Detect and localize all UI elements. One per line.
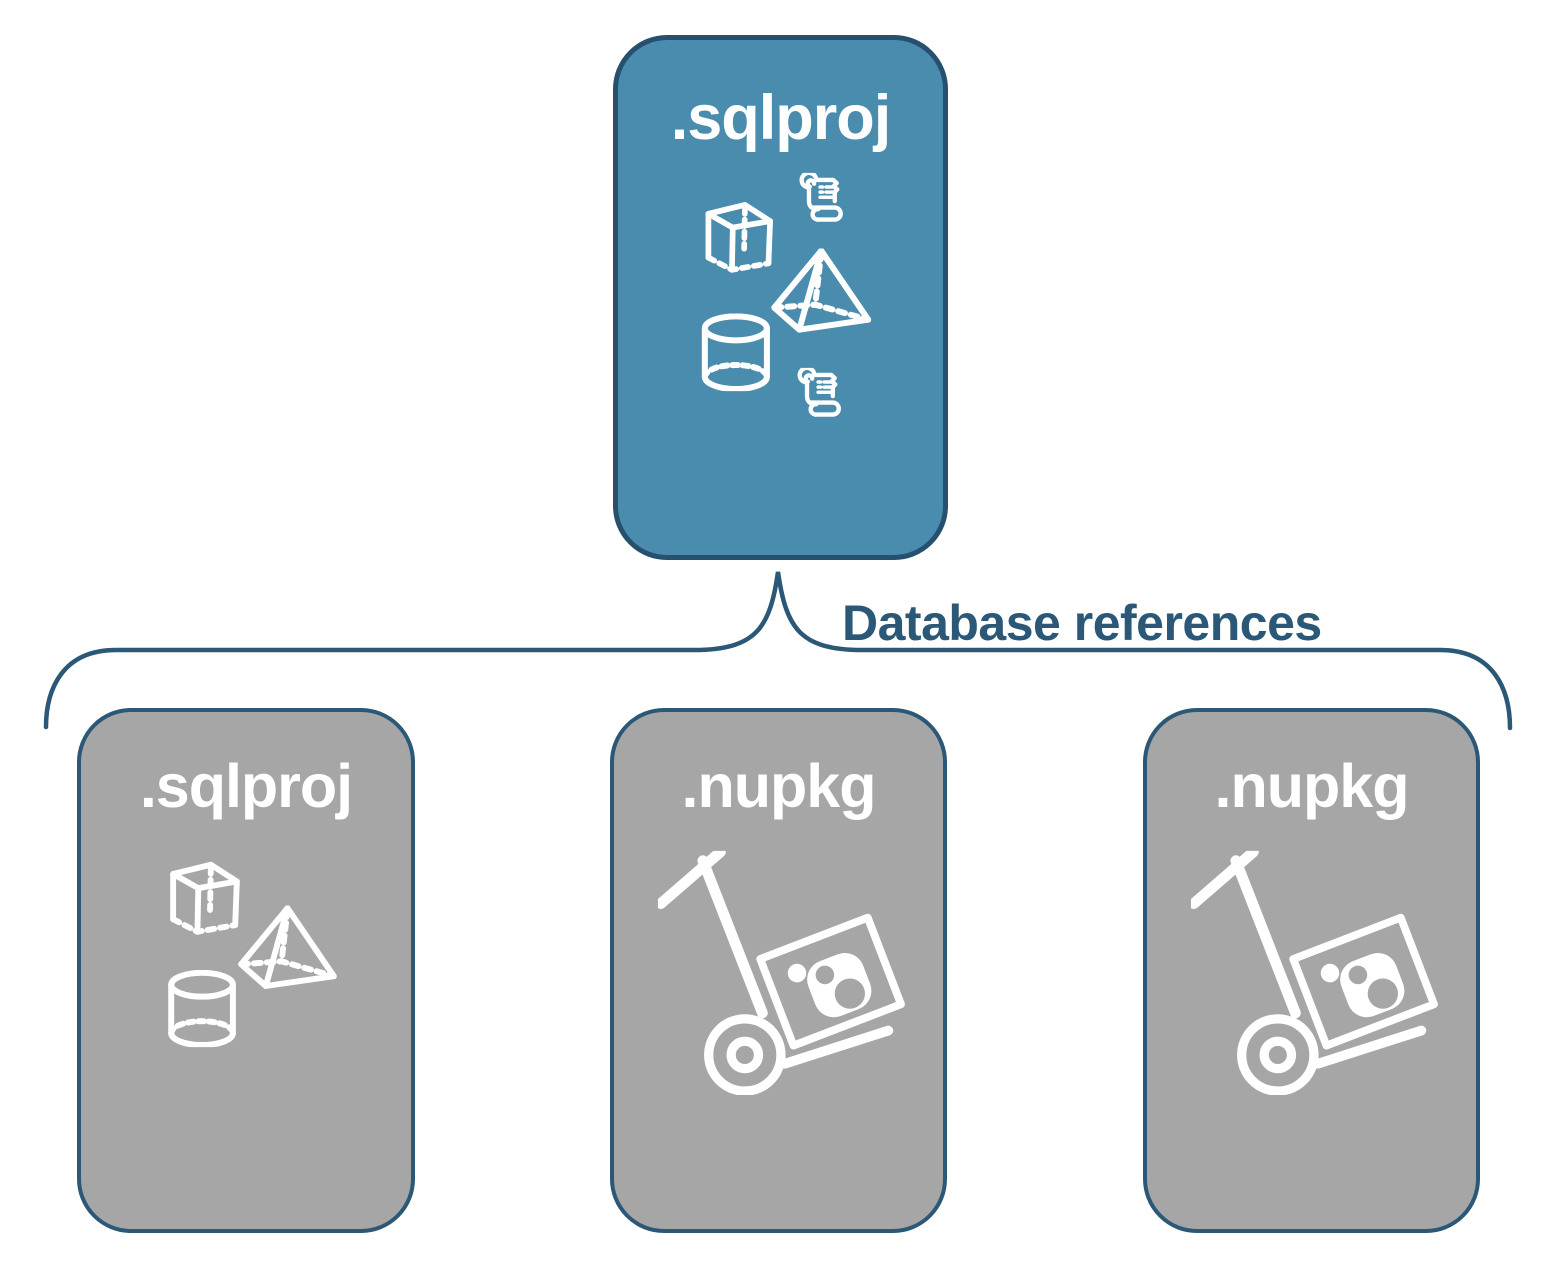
child-box-label: .sqlproj bbox=[139, 752, 353, 820]
brace-connector bbox=[43, 571, 1513, 731]
sqlproj-contents-illustration bbox=[81, 712, 411, 1229]
child-box-sqlproj: .sqlproj bbox=[77, 708, 415, 1233]
database-cylinder-icon bbox=[705, 316, 767, 389]
child-box-label: .nupkg bbox=[681, 752, 877, 820]
child-box-label: .nupkg bbox=[1214, 752, 1410, 820]
nuget-package-illustration bbox=[1147, 712, 1476, 1229]
script-scroll-icon bbox=[800, 368, 839, 415]
brace-path bbox=[43, 571, 1513, 731]
script-scroll-icon bbox=[802, 173, 841, 220]
relationship-label: Database references bbox=[842, 595, 1322, 651]
hand-truck-nuget-package-icon bbox=[1194, 852, 1434, 1091]
child-box-nupkg: .nupkg bbox=[610, 708, 947, 1233]
cube-icon bbox=[173, 865, 237, 932]
cube-icon bbox=[708, 205, 770, 270]
hand-truck-nuget-package-icon bbox=[661, 852, 901, 1091]
child-box-nupkg: .nupkg bbox=[1143, 708, 1480, 1233]
pyramid-icon bbox=[241, 908, 334, 986]
nuget-package-illustration bbox=[614, 712, 943, 1229]
database-cylinder-icon bbox=[171, 973, 233, 1045]
parent-box-sqlproj: .sqlproj bbox=[613, 35, 948, 560]
pyramid-icon bbox=[774, 251, 868, 330]
parent-box-label: .sqlproj bbox=[670, 83, 892, 153]
sqlproj-contents-illustration bbox=[618, 40, 943, 555]
